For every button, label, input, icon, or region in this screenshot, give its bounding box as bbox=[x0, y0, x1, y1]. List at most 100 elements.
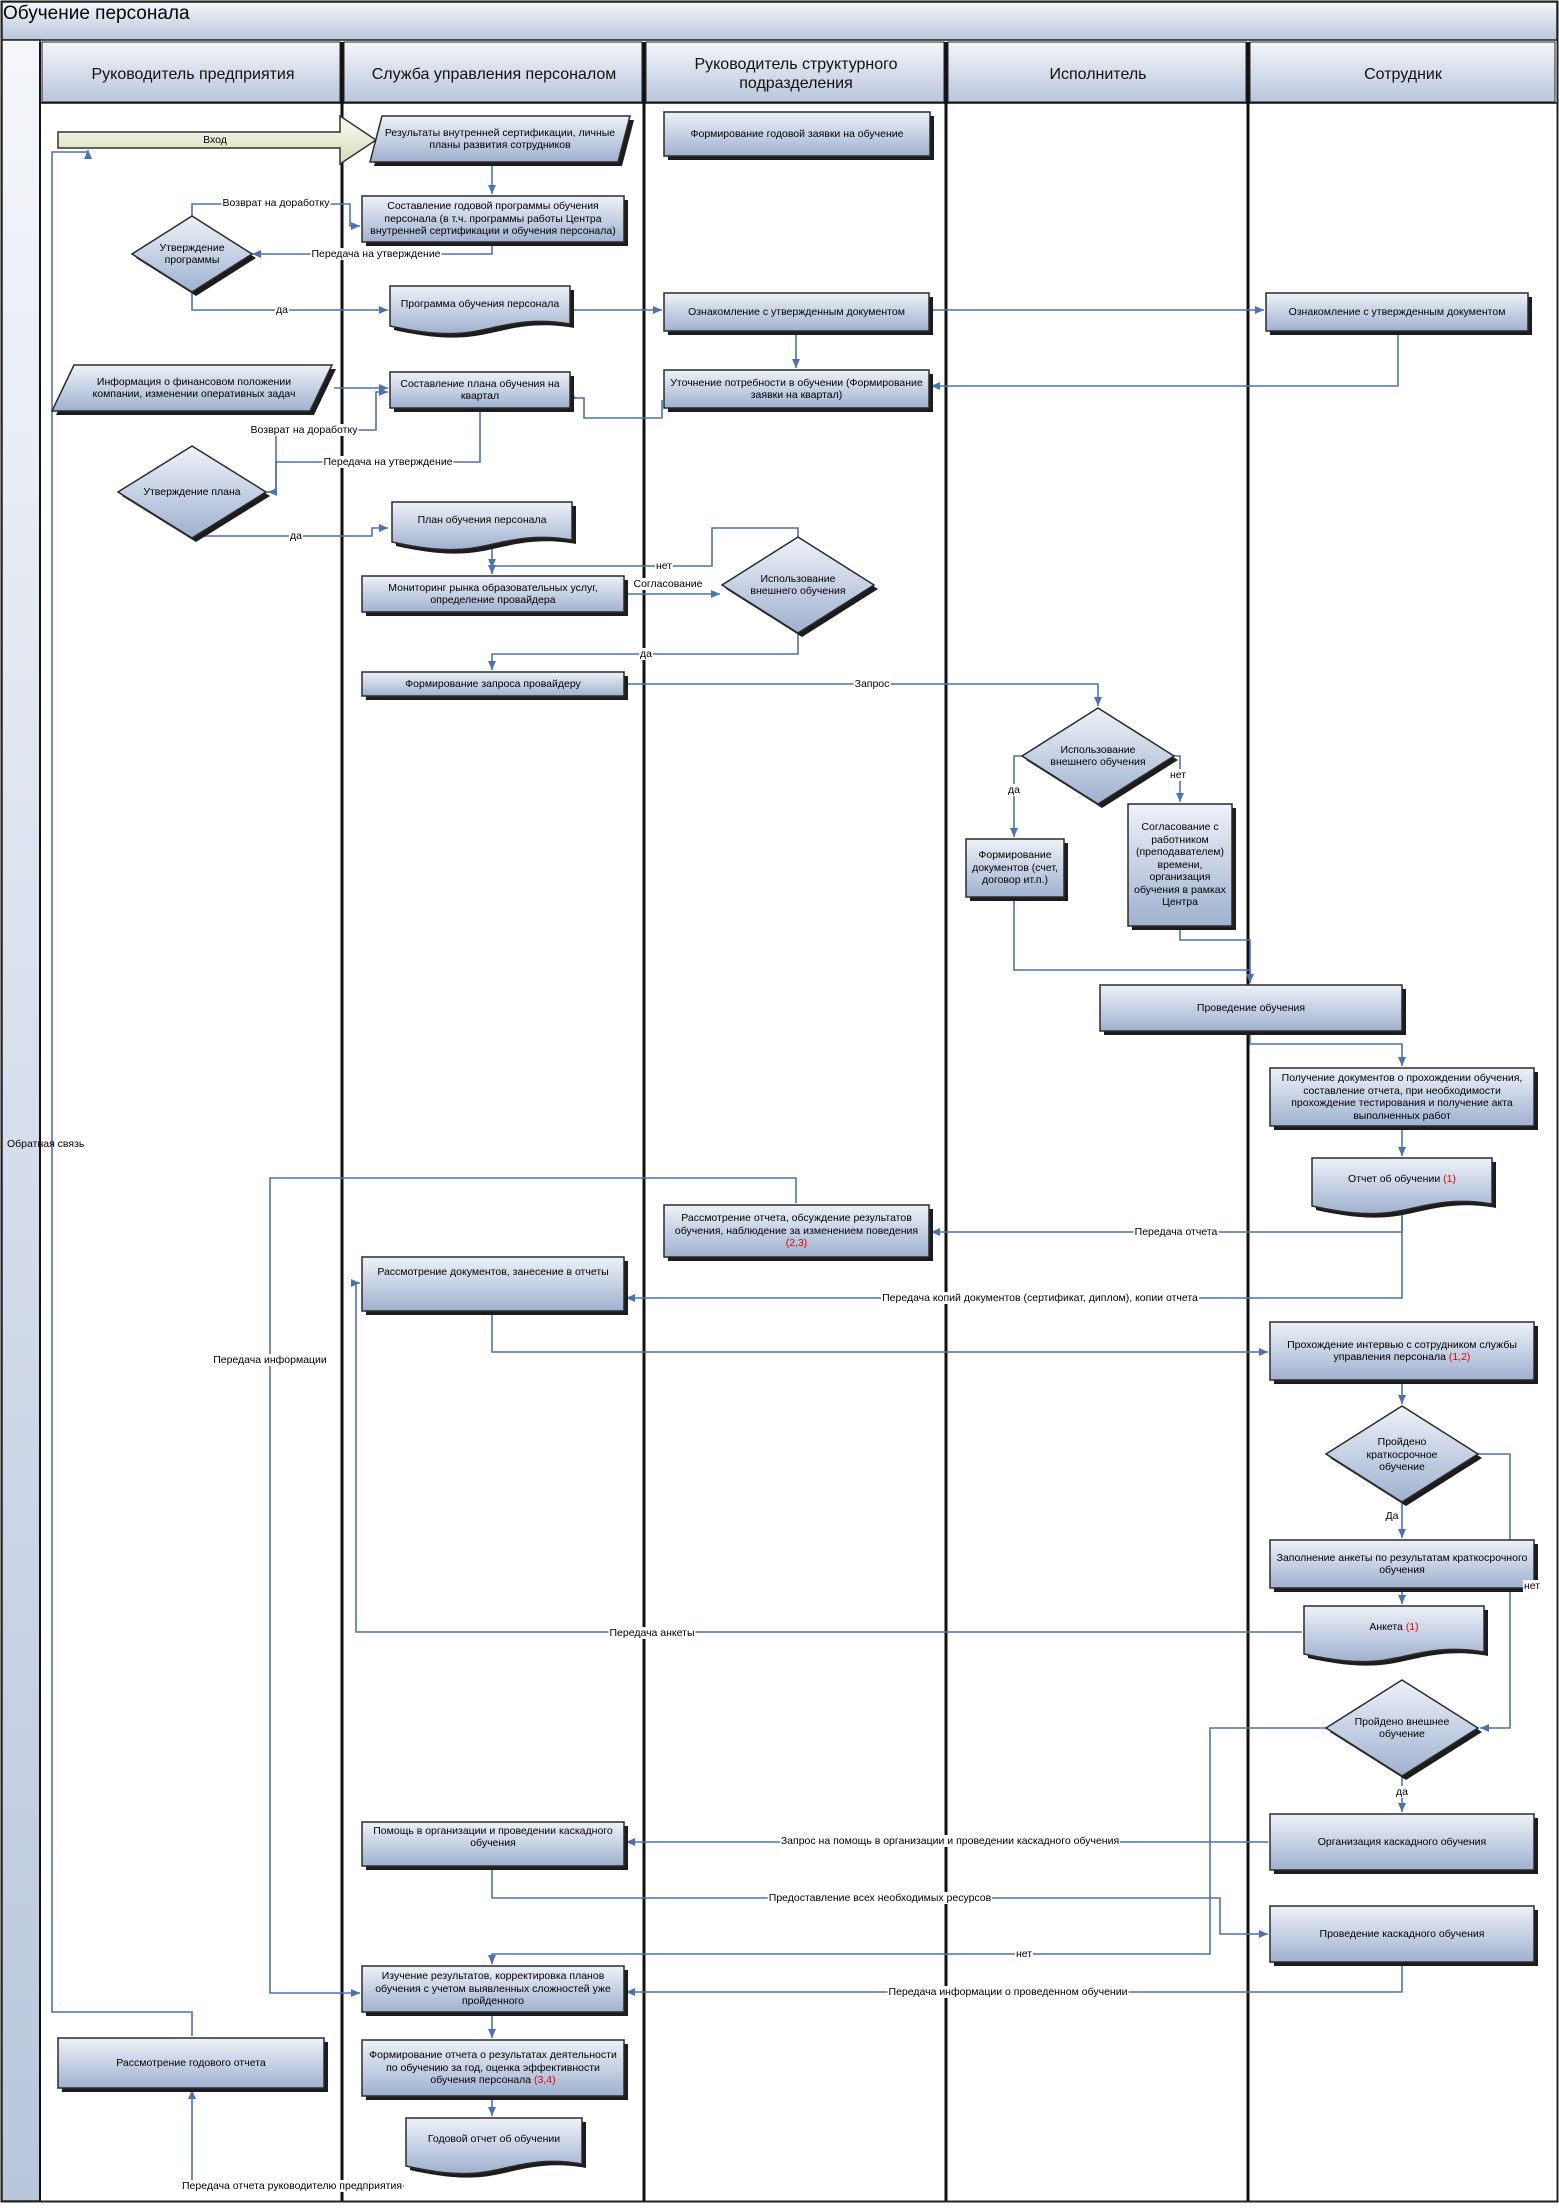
form-provider-request-text: Формирование запроса провайдеру bbox=[364, 672, 622, 696]
lane-title-director: Руководитель предприятия bbox=[91, 65, 295, 83]
lane-header-4 bbox=[1249, 41, 1556, 103]
edge-label-yes-5: Да bbox=[1384, 1510, 1400, 1522]
acquaint-employee-text-label: Ознакомление с утвержденным документом bbox=[1288, 305, 1506, 318]
lane-header-2 bbox=[645, 41, 945, 103]
edge-send-info bbox=[269, 1177, 797, 1997]
lane-title-hr: Служба управления персоналом bbox=[371, 65, 617, 83]
fin-info-text-label: Информация о финансовом положении компан… bbox=[92, 375, 296, 401]
year-report-doc bbox=[405, 2117, 583, 2175]
form-documents-text: Формирование документов (счет, договор и… bbox=[968, 839, 1062, 897]
edge-label-send-approval-2: Передача на утверждение bbox=[322, 456, 454, 468]
interview-text-label: Прохождение интервью с сотрудником служб… bbox=[1287, 1338, 1517, 1364]
fin-info-text: Информация о финансовом положении компан… bbox=[80, 365, 308, 411]
monitoring-text: Мониторинг рынка образовательных услуг, … bbox=[364, 576, 622, 612]
edge-label-yes-4: да bbox=[1007, 784, 1021, 796]
conduct-training-text: Проведение обучения bbox=[1102, 985, 1400, 1031]
use-external-1-text: Использование внешнего обучения bbox=[748, 570, 848, 600]
form-doc-text-label: Анкета bbox=[1369, 1620, 1403, 1633]
form-documents bbox=[965, 838, 1065, 898]
nodes-layer bbox=[50, 111, 1538, 2178]
edge-no-external-passed bbox=[488, 1727, 1326, 1964]
compose-quarter-plan-text: Составление плана обучения на квартал bbox=[392, 372, 568, 408]
feedback-label: Обратная связь bbox=[7, 1138, 85, 1150]
edge-label-send-info: Передача информации bbox=[212, 1354, 328, 1366]
study-results-text-label: Изучение результатов, корректировка план… bbox=[375, 1970, 611, 2008]
review-year-report-text: Рассмотрение годового отчета bbox=[60, 2038, 322, 2088]
short-passed bbox=[1324, 1405, 1480, 1503]
clarify-needs bbox=[663, 369, 930, 409]
form-doc-text: Анкета (1) bbox=[1306, 1606, 1482, 1648]
edge-label-yes-6: да bbox=[1395, 1786, 1409, 1798]
lane-header-0 bbox=[41, 41, 341, 103]
results-cert-text: Результаты внутренней сертификации, личн… bbox=[384, 116, 616, 162]
study-results-text: Изучение результатов, корректировка план… bbox=[364, 1966, 622, 2012]
review-docs-text: Рассмотрение документов, занесение в отч… bbox=[364, 1257, 622, 1287]
entry-arrow bbox=[57, 114, 378, 166]
review-year-report-text-label: Рассмотрение годового отчета bbox=[116, 2056, 266, 2069]
edge-label-yes-2: да bbox=[289, 530, 303, 542]
use-external-1 bbox=[720, 536, 876, 634]
receive-docs bbox=[1269, 1067, 1535, 1127]
review-report-text: Рассмотрение отчета, обсуждение результа… bbox=[666, 1205, 927, 1257]
title-bar bbox=[1, 1, 1558, 41]
fill-form-text-label: Заполнение анкеты по результатам краткос… bbox=[1276, 1551, 1528, 1577]
conduct-cascade bbox=[1269, 1905, 1535, 1963]
acquaint-head-text: Ознакомление с утвержденным документом bbox=[666, 293, 927, 331]
organize-cascade-text-label: Организация каскадного обучения bbox=[1317, 1835, 1487, 1848]
approve-plan-text-label: Утверждение плана bbox=[143, 485, 241, 498]
conduct-cascade-text: Проведение каскадного обучения bbox=[1272, 1906, 1532, 1962]
review-docs bbox=[361, 1256, 625, 1312]
acquaint-employee-text: Ознакомление с утвержденным документом bbox=[1268, 293, 1526, 331]
lane-header-1 bbox=[343, 41, 643, 103]
lane-header-3 bbox=[947, 41, 1247, 103]
agree-employee bbox=[1127, 803, 1233, 927]
edge-label-yes-1: да bbox=[275, 304, 289, 316]
help-cascade-text-label: Помощь в организации и проведении каскад… bbox=[373, 1824, 613, 1850]
approve-plan bbox=[116, 445, 268, 539]
receive-docs-text: Получение документов о прохождении обуче… bbox=[1272, 1068, 1532, 1126]
report-doc-text-ref: (1) bbox=[1443, 1172, 1456, 1185]
plan-doc bbox=[391, 501, 573, 551]
form-year-request-text-label: Формирование годовой заявки на обучение bbox=[690, 127, 904, 140]
edge-feedback bbox=[51, 150, 193, 2036]
interview bbox=[1269, 1321, 1535, 1381]
lane-title-executor: Исполнитель bbox=[1049, 65, 1147, 83]
clarify-needs-text: Уточнение потребности в обучении (Формир… bbox=[666, 370, 927, 408]
acquaint-employee bbox=[1265, 292, 1529, 332]
form-doc bbox=[1303, 1605, 1485, 1663]
edge-label-send-to-head: Передача отчета руководителю предприятия bbox=[180, 2180, 404, 2192]
approve-program-text-label: Утверждение программы bbox=[159, 241, 225, 267]
edge-no-external-1 bbox=[488, 527, 799, 574]
help-cascade-text: Помощь в организации и проведении каскад… bbox=[364, 1822, 622, 1852]
study-results bbox=[361, 1965, 625, 2013]
conduct-training-text-label: Проведение обучения bbox=[1196, 1001, 1306, 1014]
review-report-text-label: Рассмотрение отчета, обсуждение результа… bbox=[674, 1212, 919, 1237]
edges-layer bbox=[51, 150, 1511, 2187]
results-cert bbox=[369, 115, 631, 163]
lane-title-department-head: Руководитель структурного подразделения bbox=[694, 56, 898, 92]
review-report-text-ref: (2,3) bbox=[785, 1237, 808, 1250]
form-provider-request bbox=[361, 671, 625, 697]
feedback-strip bbox=[1, 39, 41, 2202]
program-doc-text-label: Программа обучения персонала bbox=[400, 297, 560, 310]
acquaint-head-text-label: Ознакомление с утвержденным документом bbox=[688, 305, 905, 318]
conduct-cascade-text-label: Проведение каскадного обучения bbox=[1319, 1927, 1485, 1940]
conduct-training bbox=[1099, 984, 1403, 1032]
compose-quarter-plan-text-label: Составление плана обучения на квартал bbox=[400, 377, 560, 403]
form-year-request-text: Формирование годовой заявки на обучение bbox=[668, 112, 926, 156]
edge-label-agreement: Согласование bbox=[632, 578, 704, 590]
lane-title-employee: Сотрудник bbox=[1364, 65, 1442, 83]
form-year-report-text-ref: (3,4) bbox=[533, 2074, 556, 2087]
approve-program-text: Утверждение программы bbox=[150, 236, 234, 272]
edge-request bbox=[626, 683, 1102, 706]
external-passed-text-label: Пройдено внешнее обучение bbox=[1354, 1715, 1450, 1741]
edge-send-cascade-info bbox=[626, 1964, 1403, 1996]
edge-return-rework-1 bbox=[191, 203, 360, 230]
compose-quarter-plan bbox=[389, 371, 571, 409]
results-cert-text-label: Результаты внутренней сертификации, личн… bbox=[384, 126, 616, 152]
external-passed-text: Пройдено внешнее обучение bbox=[1352, 1713, 1452, 1743]
edge-provide-resources bbox=[491, 1868, 1268, 1938]
plan-doc-text: План обучения персонала bbox=[394, 502, 570, 538]
review-report bbox=[663, 1204, 930, 1258]
